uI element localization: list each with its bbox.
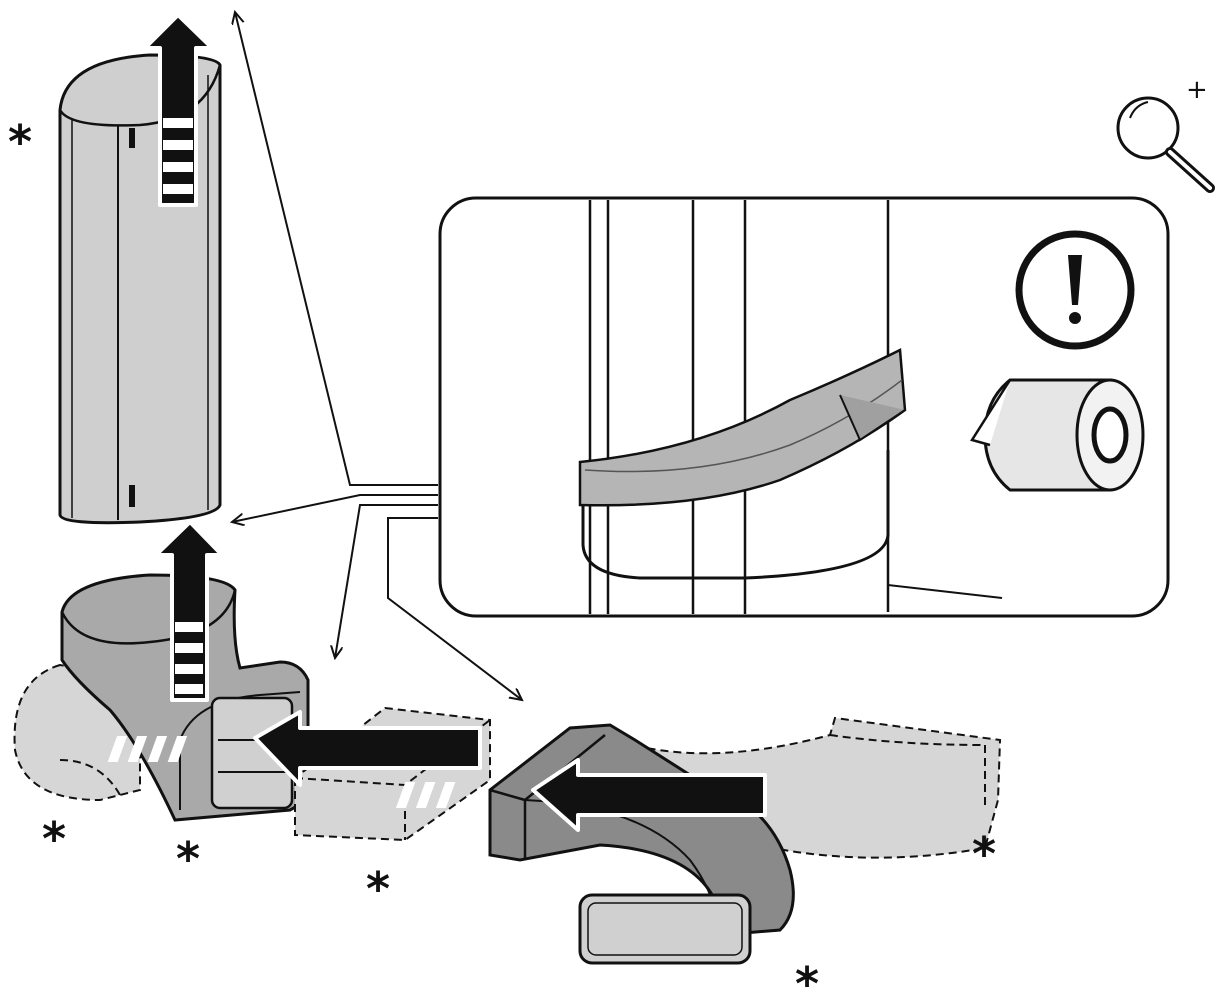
asterisk-marker-1: * [8, 115, 32, 169]
asterisk-marker-6: * [795, 957, 819, 995]
tape-roll-icon [972, 380, 1143, 490]
warning-exclamation-icon [1019, 234, 1131, 346]
detail-callout-box [440, 198, 1168, 616]
asterisk-marker-4: * [366, 862, 390, 916]
asterisk-marker-3: * [176, 832, 200, 886]
zoom-plus-sign: + [1186, 75, 1208, 105]
asterisk-marker-2: * [42, 812, 66, 866]
asterisk-marker-5: * [972, 827, 996, 881]
zoom-in-icon: + [1118, 75, 1210, 188]
